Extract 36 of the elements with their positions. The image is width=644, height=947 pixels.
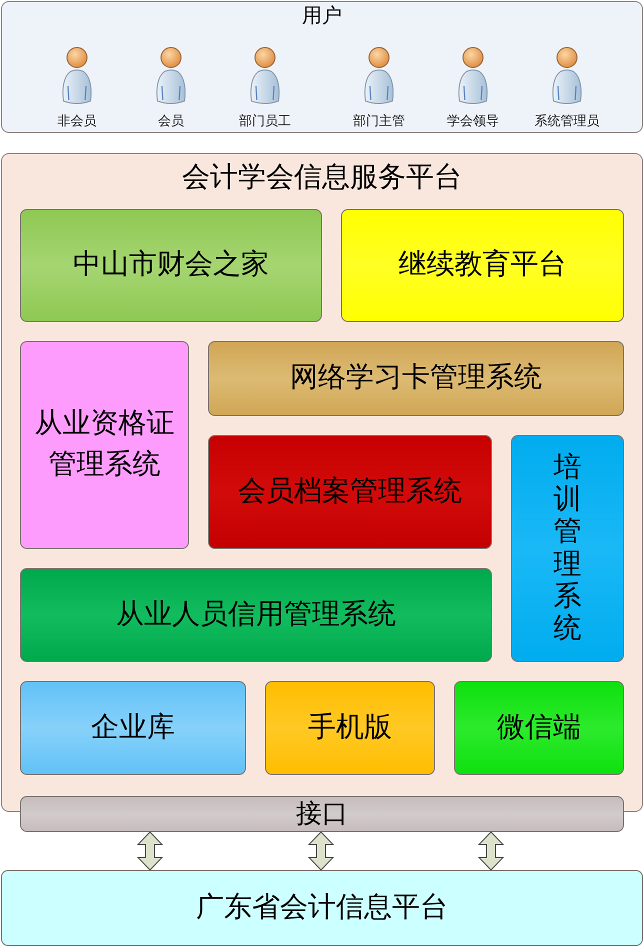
double-block-arrow (136, 831, 164, 871)
user-role-label: 部门主管 (353, 113, 405, 129)
panel-title: 会计学会信息服务平台 (182, 162, 462, 194)
module-label: 继续教育平台 (398, 249, 566, 282)
module-label: 中山市财会之家 (73, 249, 269, 282)
module-box (454, 681, 624, 775)
module-label: 企业库 (91, 712, 175, 744)
module-box (208, 341, 624, 416)
module-label: 手机版 (308, 712, 392, 744)
user-role-label: 学会领导 (447, 113, 499, 129)
module-box (20, 681, 246, 775)
panel-title: 用户 (302, 5, 342, 28)
module-box (511, 435, 624, 662)
module-box (20, 796, 624, 832)
module-box (265, 681, 435, 775)
module-label: 从业资格证管理系统 (34, 407, 176, 482)
module-box (20, 568, 492, 662)
module-label: 网络学习卡管理系统 (290, 362, 542, 395)
module-box (341, 209, 624, 322)
module-label: 培训管理系统 (554, 452, 582, 646)
double-block-arrow (478, 831, 504, 871)
module-label: 从业人员信用管理系统 (116, 598, 396, 632)
user-role-label: 非会员 (58, 113, 96, 129)
module-box (1, 870, 643, 946)
module-label: 微信端 (497, 712, 581, 744)
group-panel (1, 1, 643, 133)
double-block-arrow (308, 831, 334, 871)
module-box (208, 435, 492, 549)
module-box (20, 341, 189, 549)
module-label: 接口 (296, 799, 348, 829)
module-box (20, 209, 322, 322)
user-role-label: 系统管理员 (534, 113, 600, 129)
user-role-label: 部门员工 (239, 113, 291, 129)
module-label: 广东省会计信息平台 (196, 892, 448, 924)
module-label: 会员档案管理系统 (238, 476, 462, 508)
user-role-label: 会员 (158, 113, 184, 129)
